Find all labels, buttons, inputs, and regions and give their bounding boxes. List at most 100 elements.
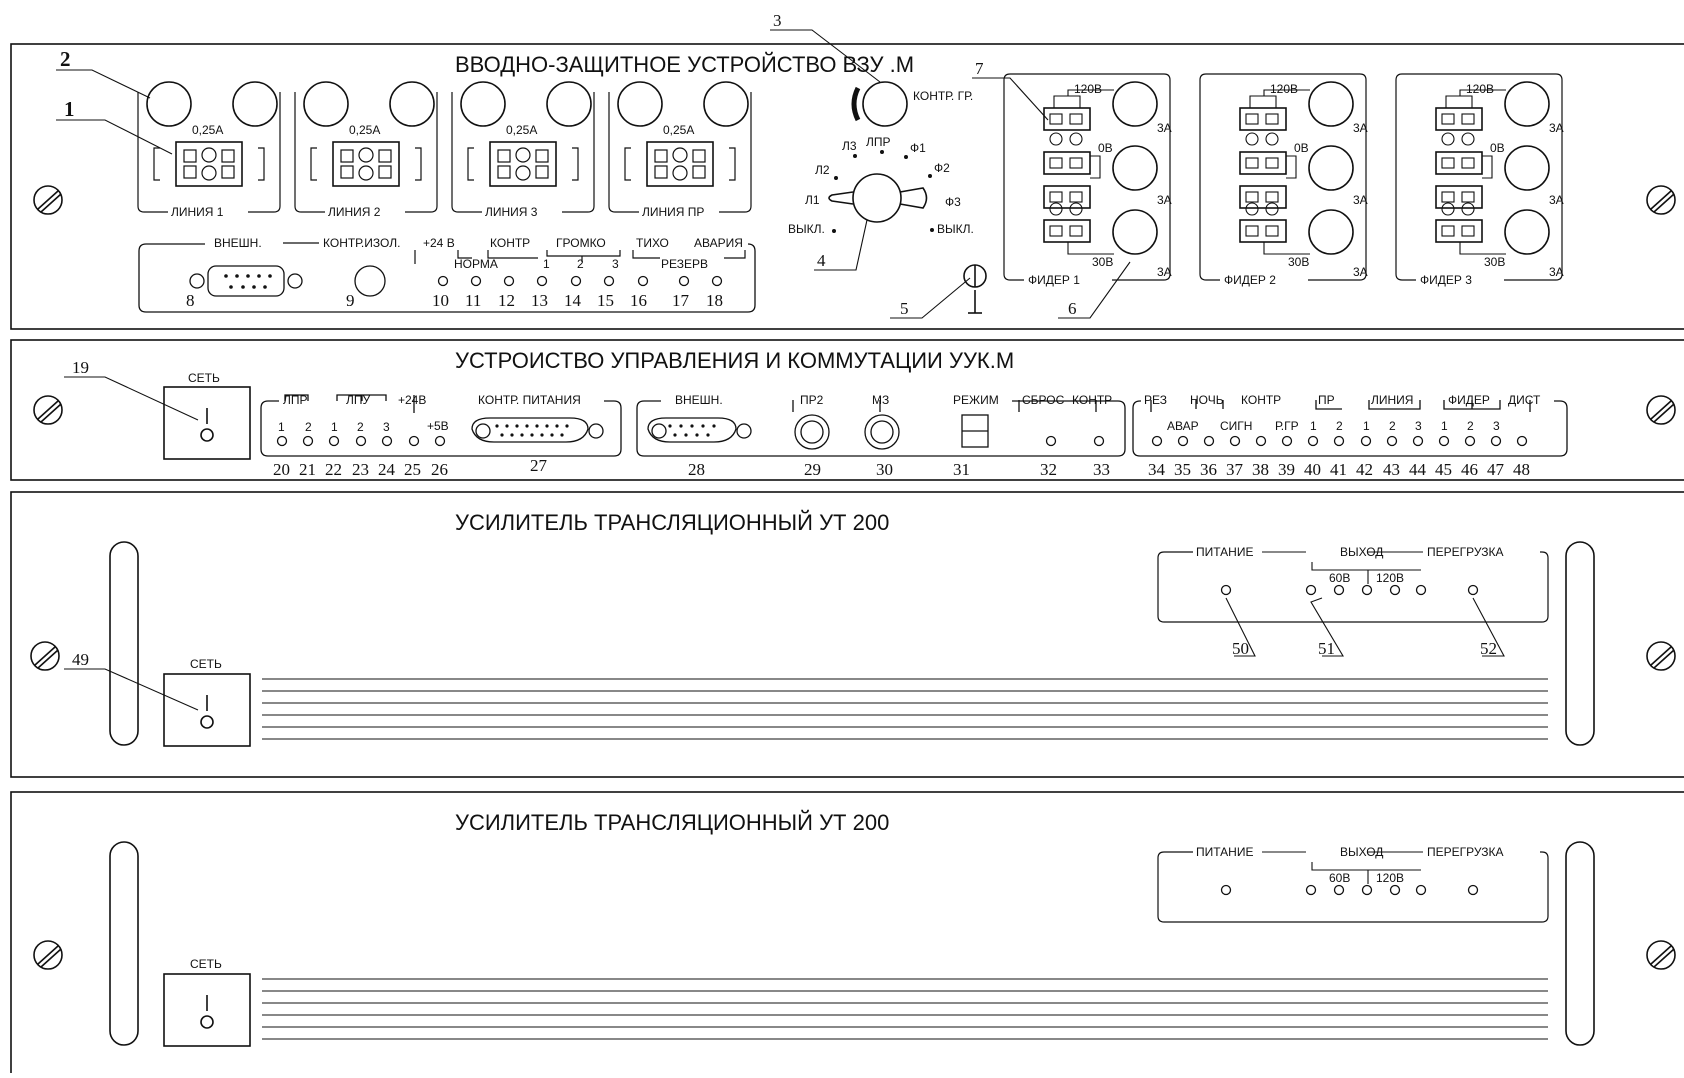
uuk-fider: ФИДЕР xyxy=(1448,393,1490,407)
indicator-led xyxy=(381,435,393,447)
feeder-fuse-icon[interactable] xyxy=(1504,209,1550,255)
feeder-fuse-icon[interactable] xyxy=(1308,145,1354,191)
uuk-db9-connector xyxy=(647,417,737,443)
ut-power-switch[interactable] xyxy=(163,673,251,747)
indicator-led xyxy=(1305,884,1317,896)
uuk-power-switch[interactable] xyxy=(163,386,251,460)
feeder-fuse-icon[interactable] xyxy=(1504,81,1550,127)
vzu-kontr-label: КОНТР xyxy=(490,236,530,250)
callout-number: 16 xyxy=(630,291,647,310)
selector-switch[interactable] xyxy=(852,173,902,223)
fuse-holder-icon[interactable] xyxy=(703,81,749,127)
indicator-led xyxy=(1415,584,1427,596)
ut-pitanie: ПИТАНИЕ xyxy=(1196,545,1253,559)
callout-number: 13 xyxy=(531,291,548,310)
uuk-g1-n2: 2 xyxy=(305,420,312,434)
uuk-f1: 1 xyxy=(1441,419,1448,433)
callout-number: 31 xyxy=(953,460,970,479)
feeder-fuse-icon[interactable] xyxy=(1504,145,1550,191)
indicator-led xyxy=(1467,884,1479,896)
vzu-g3: 3 xyxy=(612,257,619,271)
uuk-sign: СИГН xyxy=(1220,419,1252,433)
uuk-avar: АВАР xyxy=(1167,419,1199,433)
callout-number: 3 xyxy=(773,11,782,30)
callout-number: 8 xyxy=(186,291,195,310)
vzu-g1: 1 xyxy=(543,257,550,271)
feeder-fuse-icon[interactable] xyxy=(1308,81,1354,127)
uuk-group1-frame xyxy=(260,400,622,457)
feeder-terminal xyxy=(1043,107,1091,131)
fuse-holder-icon[interactable] xyxy=(389,81,435,127)
callout-number: 25 xyxy=(404,460,421,479)
indicator-led xyxy=(1361,584,1373,596)
ut-120v: 120В xyxy=(1376,871,1404,885)
indicator-led xyxy=(1360,435,1372,447)
fuse-holder-icon[interactable] xyxy=(303,81,349,127)
indicator-led xyxy=(1438,435,1450,447)
feeder-terminal xyxy=(1435,151,1483,175)
control-knob[interactable] xyxy=(862,81,908,127)
uuk-rgr: Р.ГР xyxy=(1275,419,1299,433)
db15-connector xyxy=(471,417,589,443)
uuk-group2-labels: ВНЕШН. ПР2 МЗ РЕЖИМ СБРОС КОНТР xyxy=(675,393,1112,407)
indicator-led xyxy=(1229,435,1241,447)
feeder-amp: 3А xyxy=(1157,121,1172,135)
feeder-terminal xyxy=(1435,185,1483,209)
callout-number: 46 xyxy=(1461,460,1478,479)
indicator-led xyxy=(1386,435,1398,447)
vzu-tiho-label: ТИХО xyxy=(636,236,669,250)
ut-vyhod: ВЫХОД xyxy=(1340,845,1383,859)
indicator-led xyxy=(1220,584,1232,596)
iso-jack-icon xyxy=(354,265,386,297)
feeder-fuse-icon[interactable] xyxy=(1112,81,1158,127)
fuse-holder-icon[interactable] xyxy=(460,81,506,127)
fuse-holder-icon[interactable] xyxy=(546,81,592,127)
uuk-5v: +5В xyxy=(427,419,449,433)
uuk-group1-labels: ЛПР ЛПУ +24В +5В КОНТР. ПИТАНИЯ 1 2 1 2 … xyxy=(278,393,581,434)
ut-60v: 60В xyxy=(1329,871,1350,885)
pr2-jack-icon[interactable] xyxy=(794,414,830,450)
ut-power-switch[interactable] xyxy=(163,973,251,1047)
indicator-led xyxy=(1361,884,1373,896)
feeder-amp: 3А xyxy=(1353,193,1368,207)
indicator-led xyxy=(1516,435,1528,447)
callout-number: 52 xyxy=(1480,639,1497,658)
indicator-led xyxy=(437,275,449,287)
mz-jack-icon[interactable] xyxy=(864,414,900,450)
fuse-rating: 0,25А xyxy=(192,123,223,137)
callout-number: 35 xyxy=(1174,460,1191,479)
indicator-led xyxy=(1203,435,1215,447)
ut-set-label: СЕТЬ xyxy=(190,657,222,671)
fuse-holder-icon[interactable] xyxy=(146,81,192,127)
ut-peregruzka: ПЕРЕГРУЗКА xyxy=(1427,845,1503,859)
callout-number: 11 xyxy=(465,291,481,310)
fuse-rating: 0,25А xyxy=(349,123,380,137)
indicator-led xyxy=(1177,435,1189,447)
indicator-led xyxy=(1389,884,1401,896)
ut200-panel: УСИЛИТЕЛЬ ТРАНСЛЯЦИОННЫЙ УТ 200СЕТЬПИТАН… xyxy=(109,510,1595,747)
uuk-pr2: ПР2 xyxy=(800,393,824,407)
sel-off-left: ВЫКЛ. xyxy=(788,222,825,236)
callout-number: 24 xyxy=(378,460,396,479)
uuk-l1: 1 xyxy=(1363,419,1370,433)
uuk-kontr-pit: КОНТР. ПИТАНИЯ xyxy=(478,393,581,407)
feeder-fuse-icon[interactable] xyxy=(1112,209,1158,255)
indicator-led xyxy=(302,435,314,447)
feeder-terminal xyxy=(1435,107,1483,131)
feeder-0v: 0В xyxy=(1490,141,1505,155)
uuk-g1-n3: 3 xyxy=(383,420,390,434)
callout-number: 29 xyxy=(804,460,821,479)
fuse-holder-icon[interactable] xyxy=(232,81,278,127)
indicator-led xyxy=(1467,584,1479,596)
db9-screw xyxy=(189,273,205,289)
indicator-led xyxy=(678,275,690,287)
fuse-holder-icon[interactable] xyxy=(617,81,663,127)
feeder-fuse-icon[interactable] xyxy=(1308,209,1354,255)
callout-number: 47 xyxy=(1487,460,1505,479)
feeder-fuse-icon[interactable] xyxy=(1112,145,1158,191)
db9-connector xyxy=(207,265,285,297)
